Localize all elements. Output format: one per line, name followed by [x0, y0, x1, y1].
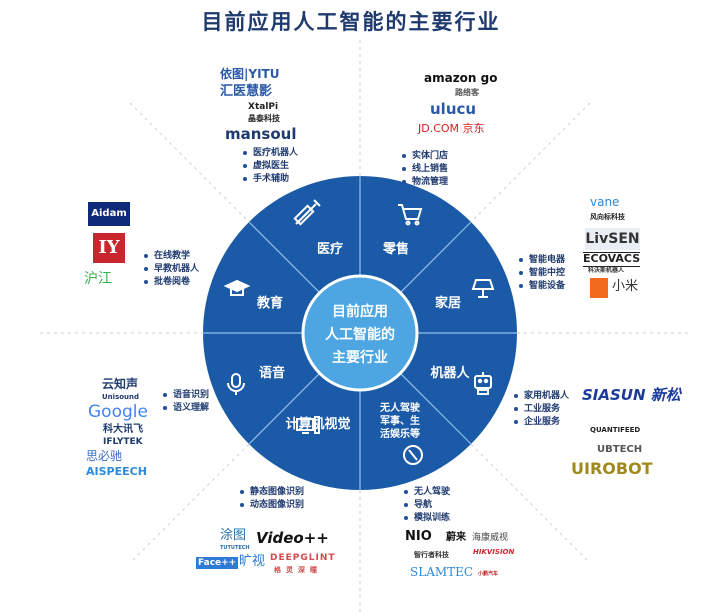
graduation-cap-icon	[223, 279, 251, 296]
logo-vane-cn: 风向标科技	[590, 213, 625, 221]
sector-auto-1: 无人驾驶	[379, 401, 420, 414]
sector-retail: 零售	[382, 241, 409, 257]
logo-xiaomi: 小米	[612, 279, 639, 294]
logo-ulucu: ulucu	[430, 100, 477, 118]
dashed-guides	[40, 40, 690, 612]
sector-medical: 医疗	[317, 241, 343, 257]
logo-jd: JD.COM 京东	[418, 122, 485, 135]
robot-icon	[474, 372, 492, 395]
logo-ecovacs-cn: 科沃斯机器人	[588, 267, 625, 274]
bullet-item: 在线教学	[144, 250, 199, 263]
logo-videoplus: Video++	[256, 529, 329, 547]
logo-huiyihuiying: 汇医慧影	[220, 84, 273, 99]
bullets-medical: 医疗机器人虚拟医生手术辅助	[243, 147, 298, 186]
center-line-2: 人工智能的	[325, 326, 395, 343]
logo-aispeech: AISPEECH	[86, 465, 147, 478]
logo-nio: NIO	[405, 529, 432, 544]
lamp-icon	[471, 279, 495, 298]
bullet-item: 动态图像识别	[240, 499, 304, 512]
compass-icon	[403, 445, 423, 465]
logo-ubtech: UBTECH	[597, 444, 643, 455]
bullet-item: 语义理解	[163, 402, 209, 415]
logo-iy: IY	[93, 233, 125, 263]
sector-education: 教育	[256, 295, 283, 311]
logo-deepglint-cn: 格灵深瞳	[274, 566, 322, 574]
bullet-item: 模拟训练	[404, 512, 450, 525]
logo-faceplus: Face++	[196, 557, 239, 570]
logo-unisound: 云知声	[102, 377, 139, 391]
logo-tututech: TUTUTECH	[220, 545, 250, 551]
bullets-retail: 实体门店线上销售物流管理	[402, 150, 448, 189]
logo-tutu: 涂图	[220, 528, 247, 543]
mi-logo-icon	[590, 278, 608, 298]
bullet-item: 导航	[404, 499, 450, 512]
logo-mansoul: mansoul	[225, 125, 297, 143]
logo-yitu: 依图|YITU	[220, 67, 280, 81]
bullet-item: 虚拟医生	[243, 160, 298, 173]
logo-iflytek-cn: 科大讯飞	[103, 424, 143, 435]
bullet-item: 智能中控	[519, 267, 565, 280]
logo-xpeng: 小鹏汽车	[478, 571, 499, 577]
cart-icon	[398, 204, 423, 226]
logo-amazongo: amazon go	[424, 71, 498, 85]
logo-deepglint: DEEPGLINT	[270, 553, 336, 563]
logo-quantifeed: QUANTIFEED	[590, 426, 641, 434]
bullet-item: 家用机器人	[514, 390, 569, 403]
logo-google: Google	[88, 402, 148, 422]
bullet-item: 批卷阅卷	[144, 276, 199, 289]
computer-icon	[296, 416, 320, 434]
logo-nio-cn: 蔚来	[446, 532, 466, 543]
center-line-1: 目前应用	[332, 303, 388, 320]
logo-aidam: Aidam	[88, 202, 130, 226]
bullet-item: 智能电器	[519, 254, 565, 267]
sector-home: 家居	[435, 295, 461, 311]
center-circle	[301, 274, 419, 392]
center-line-3: 主要行业	[332, 349, 388, 366]
bullets-voice: 语音识别语义理解	[163, 389, 209, 415]
microphone-icon	[227, 373, 245, 395]
bullet-item: 语音识别	[163, 389, 209, 402]
logo-megvii: 旷视	[239, 554, 266, 569]
logo-siasun: SIASUN 新松	[582, 386, 681, 404]
bullet-item: 物流管理	[402, 176, 448, 189]
bullet-item: 早教机器人	[144, 263, 199, 276]
logo-slamtec: SLAMTEC	[410, 565, 474, 579]
logo-aispeech-cn: 思必驰	[86, 449, 123, 463]
logo-ecovacs: ECOVACS	[583, 252, 641, 267]
bullet-item: 手术辅助	[243, 173, 298, 186]
bullet-item: 静态图像识别	[240, 486, 304, 499]
bullets-home: 智能电器智能中控智能设备	[519, 254, 565, 293]
logo-unisound-en: Unisound	[102, 393, 140, 401]
bullet-item: 实体门店	[402, 150, 448, 163]
logo-hikvision: HIKVISION	[473, 548, 515, 556]
logo-vane: vane	[590, 195, 620, 209]
bullets-robot: 家用机器人工业服务企业服务	[514, 390, 569, 429]
bullets-vision: 静态图像识别动态图像识别	[240, 486, 304, 512]
logo-iflytek: IFLYTEK	[103, 437, 143, 447]
bullets-education: 在线教学早教机器人批卷阅卷	[144, 250, 199, 289]
bullet-item: 工业服务	[514, 403, 569, 416]
sector-auto-2: 军事、生	[380, 414, 420, 427]
bullet-item: 企业服务	[514, 416, 569, 429]
logo-xtalpi: XtalPi	[248, 102, 279, 112]
bullets-auto: 无人驾驶导航模拟训练	[404, 486, 450, 525]
logo-hikvision-cn: 海康威视	[472, 533, 509, 543]
logo-luluke: 路络客	[455, 88, 479, 97]
bullet-item: 无人驾驶	[404, 486, 450, 499]
page-title: 目前应用人工智能的主要行业	[201, 10, 501, 34]
sector-voice: 语音	[259, 365, 285, 381]
bullet-item: 医疗机器人	[243, 147, 298, 160]
logo-zhixingzhe: 智行者科技	[414, 551, 449, 559]
logo-xtalpi-cn: 晶泰科技	[248, 114, 280, 123]
logo-livsen: LivSEN	[585, 228, 640, 250]
logo-uirobot: UIROBOT	[571, 459, 653, 478]
syringe-icon	[293, 199, 321, 226]
logo-hujiang: 沪江	[84, 271, 112, 287]
sector-robot: 机器人	[430, 365, 470, 381]
bullet-item: 线上销售	[402, 163, 448, 176]
sector-auto-3: 活娱乐等	[380, 427, 420, 440]
bullet-item: 智能设备	[519, 280, 565, 293]
